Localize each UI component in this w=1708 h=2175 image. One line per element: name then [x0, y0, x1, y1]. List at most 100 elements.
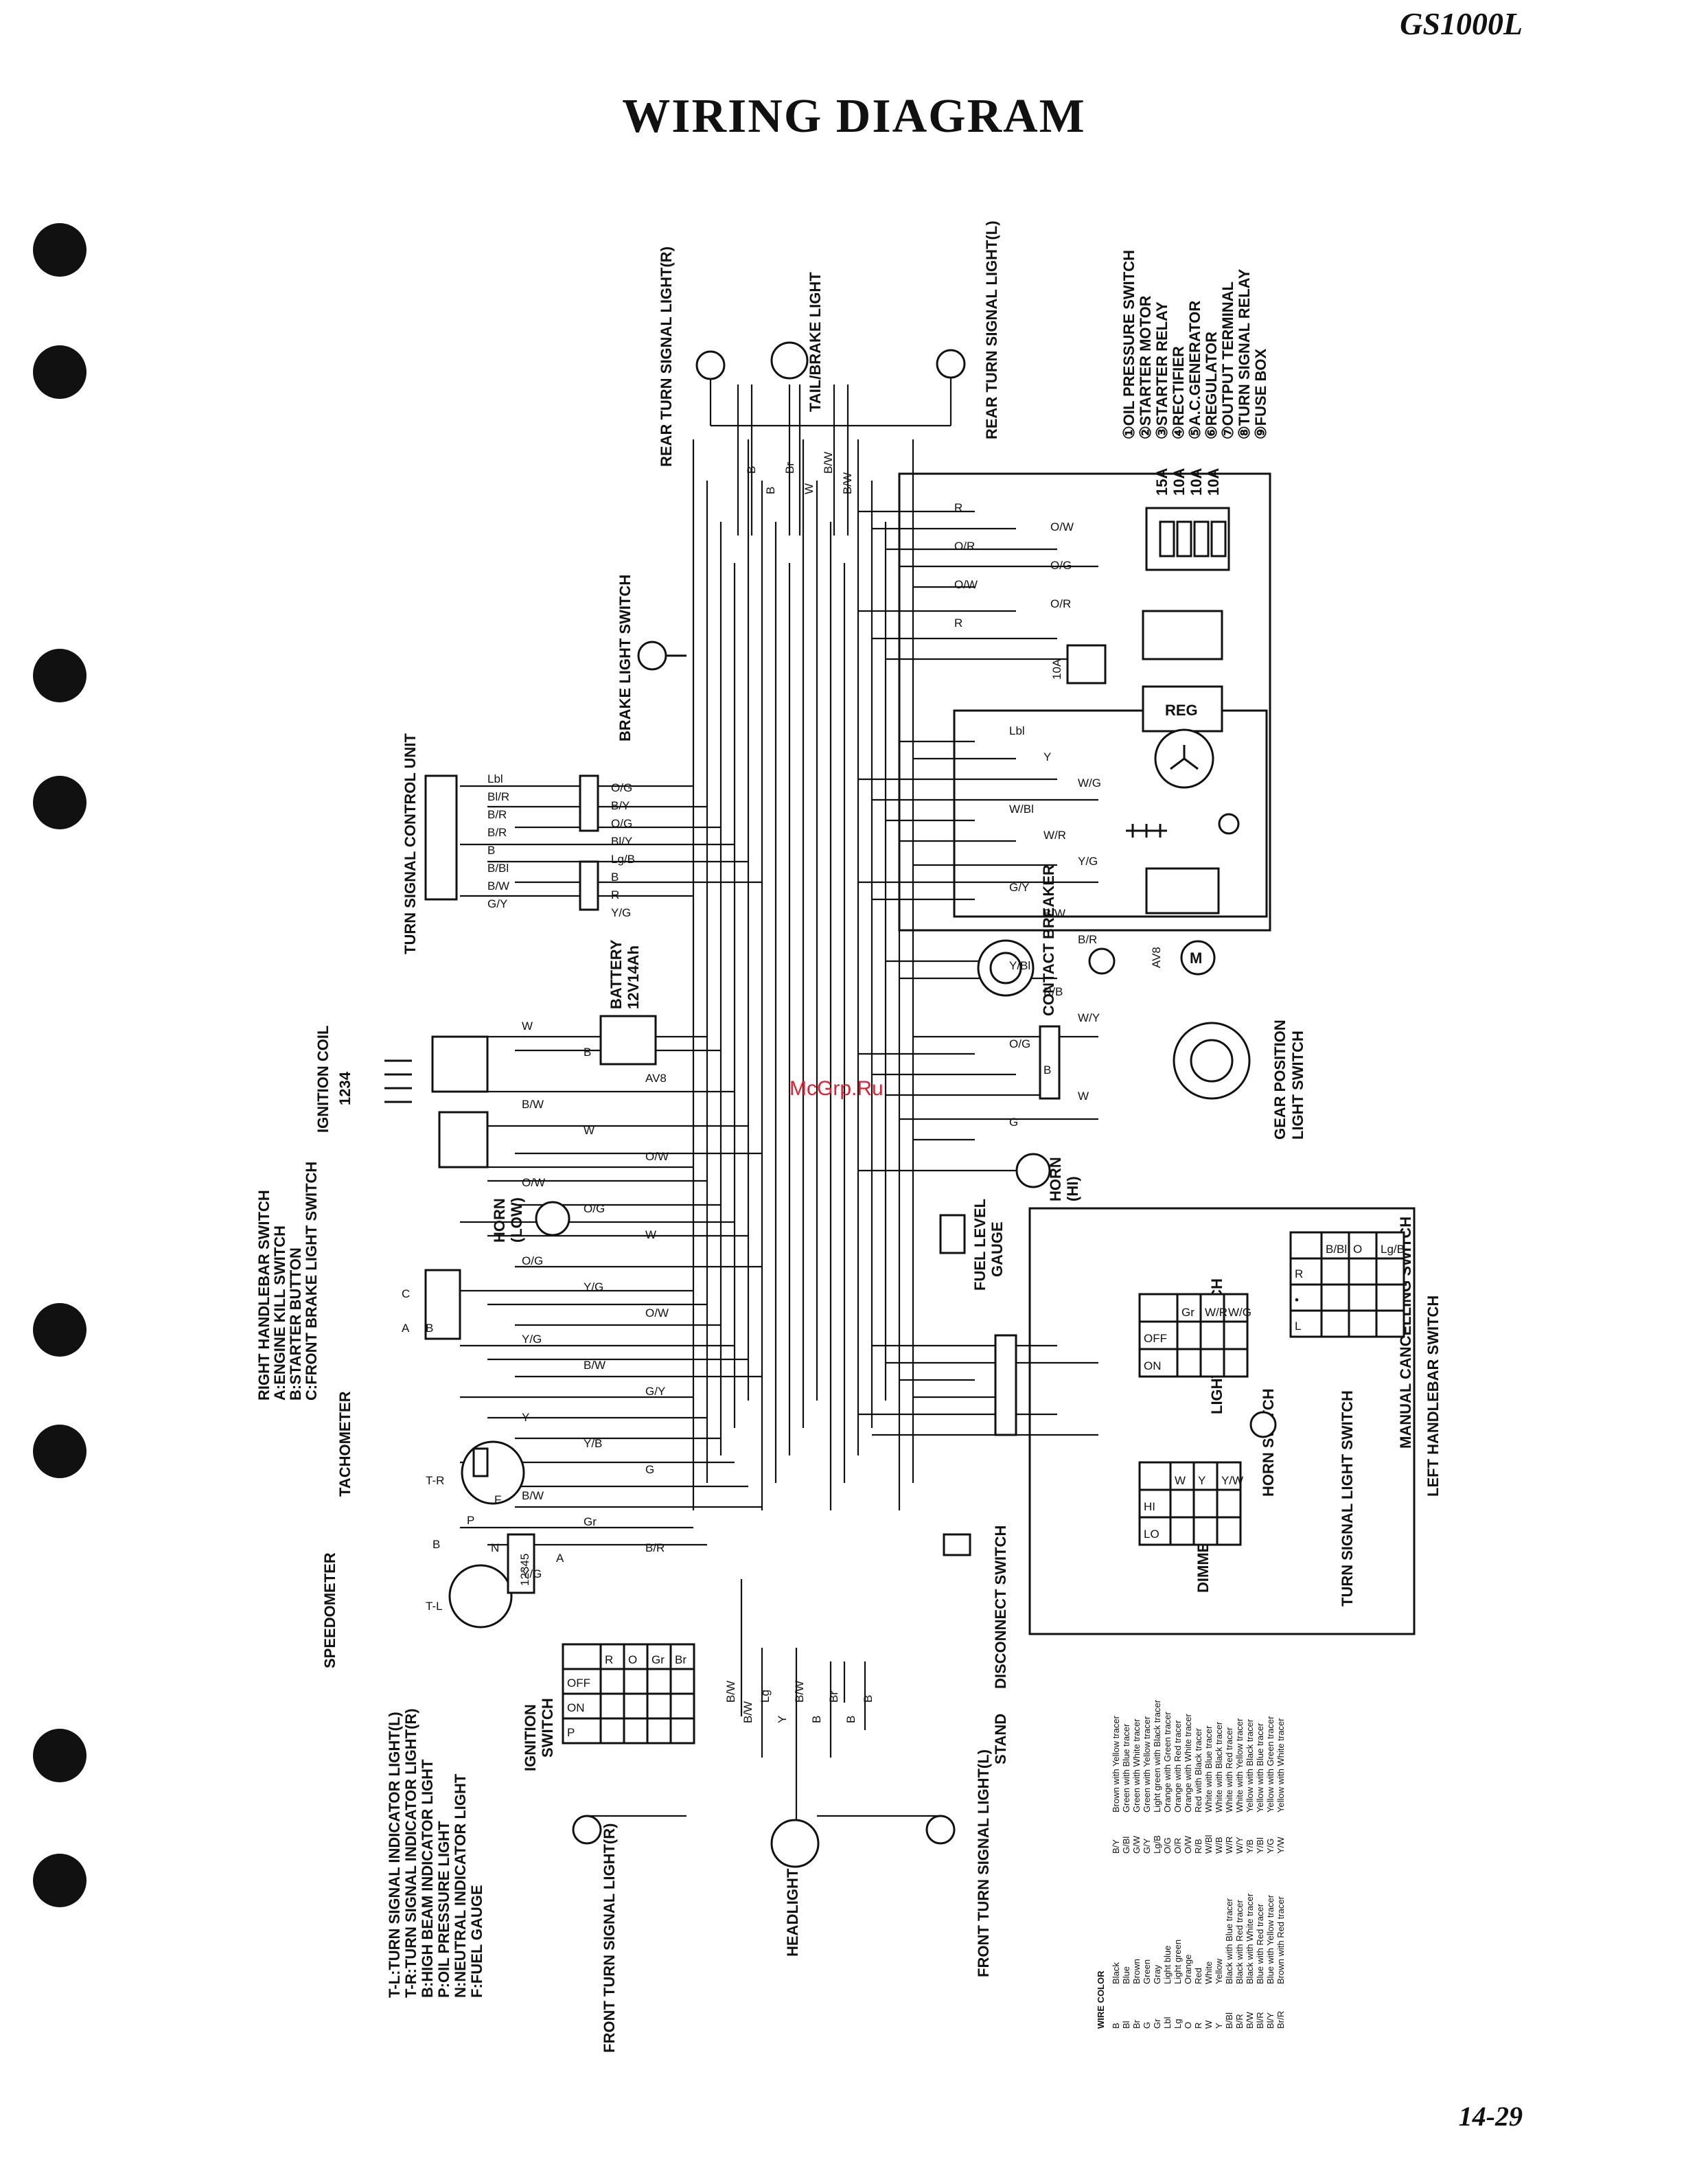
- wire-label: Bl/Y: [611, 835, 632, 848]
- wire-label: B/Bl: [487, 862, 509, 875]
- switch-row-label: LO: [1144, 1528, 1159, 1541]
- horn-switch: [1249, 1411, 1277, 1438]
- wire-label: B: [862, 1695, 875, 1703]
- wire-label: O/W: [1050, 520, 1074, 533]
- wire-label: Lg: [759, 1690, 772, 1703]
- wire-label: Y: [522, 1411, 529, 1424]
- binder-hole: [33, 345, 86, 399]
- numbered-part: ⑧TURN SIGNAL RELAY: [1236, 268, 1253, 439]
- battery-spec-label: 12V14Ah: [625, 945, 642, 1009]
- tail-brake-light: TAIL/BRAKE LIGHT: [770, 272, 824, 412]
- wire-label: B: [810, 1716, 823, 1723]
- left-handlebar-label: LEFT HANDLEBAR SWITCH: [1424, 1296, 1442, 1497]
- wire-color-name: Blue: [1121, 1966, 1131, 1984]
- binder-hole: [33, 223, 86, 277]
- contact-breaker: CONTACT BREAKER: [977, 864, 1057, 1016]
- wire-label: W: [584, 1124, 595, 1137]
- wire-label: O/G: [1050, 559, 1072, 572]
- binder-hole: [33, 1729, 86, 1782]
- contact-breaker-label: CONTACT BREAKER: [1040, 864, 1057, 1016]
- wire-label: G/Y: [1009, 881, 1029, 894]
- wire-color-code: W/Bl: [1203, 1834, 1214, 1854]
- wire-color-name: Red: [1193, 1968, 1203, 1984]
- wire-label: B/W: [522, 1098, 544, 1111]
- wire-color-name: White with Red tracer: [1224, 1727, 1234, 1812]
- wire-label: B: [745, 466, 758, 474]
- wire-color-code: O/G: [1162, 1837, 1173, 1854]
- starter-relay: [1145, 867, 1220, 914]
- wire-color-code: Bl/Y: [1265, 2012, 1276, 2029]
- wire-label: Y/G: [611, 906, 631, 919]
- wire-label: W/Bl: [1009, 803, 1034, 816]
- wire-color-code: G/Y: [1142, 1838, 1152, 1854]
- front-turn-r-label: FRONT TURN SIGNAL LIGHT(R): [601, 1823, 618, 2053]
- wire-color-name: Orange with Green tracer: [1162, 1712, 1173, 1812]
- wire-color-code: R: [1193, 2023, 1203, 2029]
- disconnect-switch: DISCONNECT SWITCH STAND: [943, 1526, 1009, 1764]
- wire-label: B/W: [741, 1701, 754, 1723]
- wire-label: R: [611, 888, 619, 901]
- brake-light-switch: BRAKE LIGHT SWITCH: [616, 575, 686, 741]
- wire-label: W/R: [1043, 829, 1066, 842]
- right-inner-frame: [953, 709, 1268, 918]
- wire-label: B/W: [1043, 907, 1065, 920]
- switch-row-label: OFF: [567, 1677, 590, 1690]
- rear-turn-signal-light-r: REAR TURN SIGNAL LIGHT(R): [658, 246, 726, 467]
- svg-text:10A: 10A: [1050, 658, 1063, 680]
- svg-text:B: B: [426, 1322, 433, 1335]
- wire-color-code: O/W: [1183, 1835, 1193, 1854]
- wire-label: Lbl: [1009, 724, 1025, 737]
- svg-text:A: A: [402, 1322, 410, 1335]
- wire-color-code: G/Bl: [1121, 1837, 1131, 1854]
- wire-color-code: Y/Bl: [1255, 1837, 1265, 1854]
- wire-color-code: Br: [1131, 2019, 1142, 2029]
- stand-label: STAND: [992, 1714, 1009, 1764]
- wire-color-name: Blue with Red tracer: [1255, 1903, 1265, 1984]
- gear-position-label-2: LIGHT SWITCH: [1289, 1031, 1306, 1140]
- switch-table: [1138, 1293, 1249, 1378]
- wire-color-code: O/R: [1173, 1838, 1183, 1854]
- wire-color-name: White with Black tracer: [1214, 1721, 1224, 1812]
- wire-color-name: Light green with Black tracer: [1152, 1699, 1162, 1812]
- oil-pressure-switch: [1088, 947, 1116, 975]
- horn-hi: HORN (HI): [1015, 1153, 1081, 1201]
- svg-text:B: B: [432, 1538, 440, 1551]
- wire-label: Y/G: [584, 1280, 603, 1293]
- svg-text:C: C: [402, 1287, 410, 1300]
- horn-low-label: HORN: [491, 1198, 508, 1243]
- ignition-coil-label: IGNITION COIL: [314, 1026, 332, 1133]
- wire-label: B/W: [522, 1489, 544, 1502]
- wire-color-name: Brown with Red tracer: [1276, 1896, 1286, 1984]
- svg-text:N: N: [491, 1541, 499, 1554]
- wire-color-code: B/Bl: [1224, 2012, 1234, 2029]
- wire-label: Lbl: [487, 772, 503, 785]
- switch-col-label: Y/W: [1221, 1474, 1243, 1487]
- wire-label: O/G: [611, 817, 632, 830]
- switch-col-label: W/R: [1205, 1306, 1227, 1319]
- disconnect-switch-label: DISCONNECT SWITCH: [992, 1526, 1009, 1689]
- right-handlebar-switch: C B A RIGHT HANDLEBAR SWITCH A:ENGINE KI…: [255, 1162, 461, 1401]
- wire-label: W/Y: [1078, 1011, 1100, 1024]
- binder-hole: [33, 1303, 86, 1357]
- right-wiring-frame: [898, 472, 1271, 932]
- front-turn-l-label: FRONT TURN SIGNAL LIGHT(L): [975, 1749, 992, 1977]
- switch-row-label: ON: [1144, 1359, 1162, 1372]
- rear-turn-signal-light-l: REAR TURN SIGNAL LIGHT(L): [936, 220, 1000, 439]
- wire-color-code: W/R: [1224, 1837, 1234, 1854]
- rectifier: [1126, 813, 1240, 838]
- wire-color-name: White: [1203, 1961, 1214, 1984]
- switch-col-label: B/Bl: [1326, 1243, 1347, 1256]
- wire-color-name: Orange with Red tracer: [1173, 1720, 1183, 1812]
- wire-color-name: Green with Yellow tracer: [1142, 1716, 1152, 1812]
- wire-label: Bl/R: [487, 790, 509, 803]
- fuse-rating: 10A: [1170, 468, 1188, 496]
- main-harness: [692, 384, 914, 1510]
- reg-label: REG: [1165, 702, 1198, 719]
- wire-color-name: White with Blue tracer: [1203, 1725, 1214, 1812]
- wire-label: W: [645, 1228, 656, 1241]
- front-turn-signal-light-r: FRONT TURN SIGNAL LIGHT(R): [572, 1815, 618, 2053]
- wire-label: G/Y: [487, 897, 507, 910]
- numbered-part: ③STARTER RELAY: [1153, 301, 1170, 439]
